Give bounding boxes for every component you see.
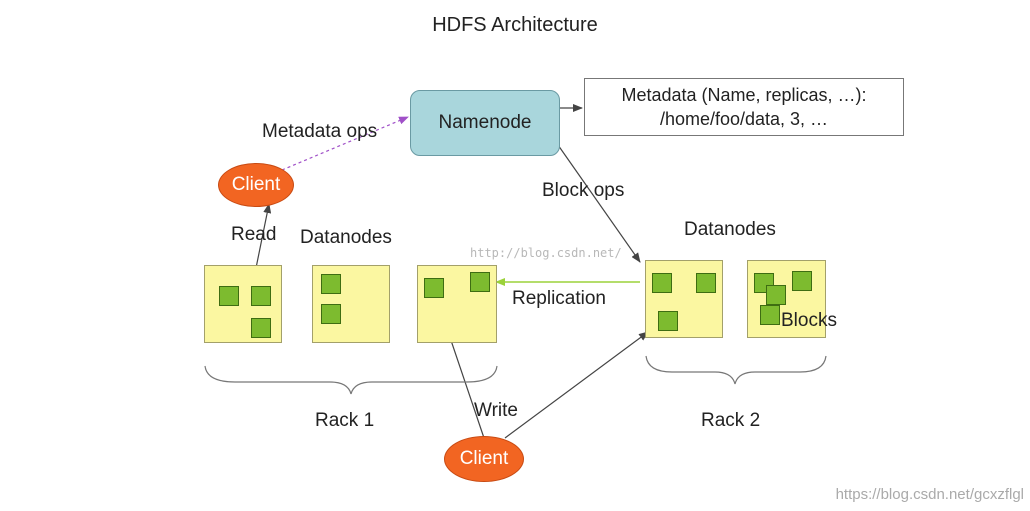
block [766, 285, 786, 305]
read-arrow [255, 203, 272, 269]
client-write: Client [444, 436, 524, 482]
datanodes-label-right: Datanodes [684, 219, 776, 240]
client-read-label: Client [231, 174, 281, 195]
datanodes-label-left: Datanodes [300, 227, 392, 248]
block [760, 305, 780, 325]
datanode-rack1-1 [204, 265, 282, 343]
block [470, 272, 490, 292]
diagram-title: HDFS Architecture [432, 14, 598, 36]
block-ops-arrow [557, 144, 641, 263]
read-label: Read [231, 224, 277, 245]
block [696, 273, 716, 293]
write-label: Write [474, 400, 518, 421]
block [658, 311, 678, 331]
rack1-brace [204, 365, 498, 395]
metadata-ops-arrow [281, 116, 409, 171]
datanode-rack2-2 [747, 260, 826, 338]
client-write-label: Client [459, 448, 509, 469]
replication-label: Replication [512, 288, 606, 309]
block [251, 318, 271, 338]
metadata-line-1: Metadata (Name, replicas, …): [621, 84, 867, 105]
namenode-label: Namenode [438, 112, 532, 133]
block [792, 271, 812, 291]
client-read: Client [218, 163, 294, 207]
blocks-label: Blocks [781, 310, 837, 331]
rack2-brace [645, 355, 827, 385]
rack1-label: Rack 1 [315, 410, 375, 431]
namenode-box: Namenode [410, 90, 560, 156]
block [219, 286, 239, 306]
metadata-ops-label: Metadata ops [262, 121, 378, 142]
block [321, 274, 341, 294]
rack2-label: Rack 2 [701, 410, 761, 431]
watermark-text: http://blog.csdn.net/ [470, 246, 622, 260]
credit-text: https://blog.csdn.net/gcxzflgl [835, 486, 1024, 503]
datanode-rack1-2 [312, 265, 390, 343]
metadata-line-2: /home/foo/data, 3, … [659, 109, 829, 129]
block [251, 286, 271, 306]
block-ops-label: Block ops [542, 180, 625, 201]
block [424, 278, 444, 298]
datanode-rack2-1 [645, 260, 723, 338]
block [652, 273, 672, 293]
metadata-box: Metadata (Name, replicas, …): /home/foo/… [584, 78, 904, 136]
datanode-rack1-3 [417, 265, 497, 343]
write-arrow-rack2 [504, 331, 649, 439]
block [321, 304, 341, 324]
